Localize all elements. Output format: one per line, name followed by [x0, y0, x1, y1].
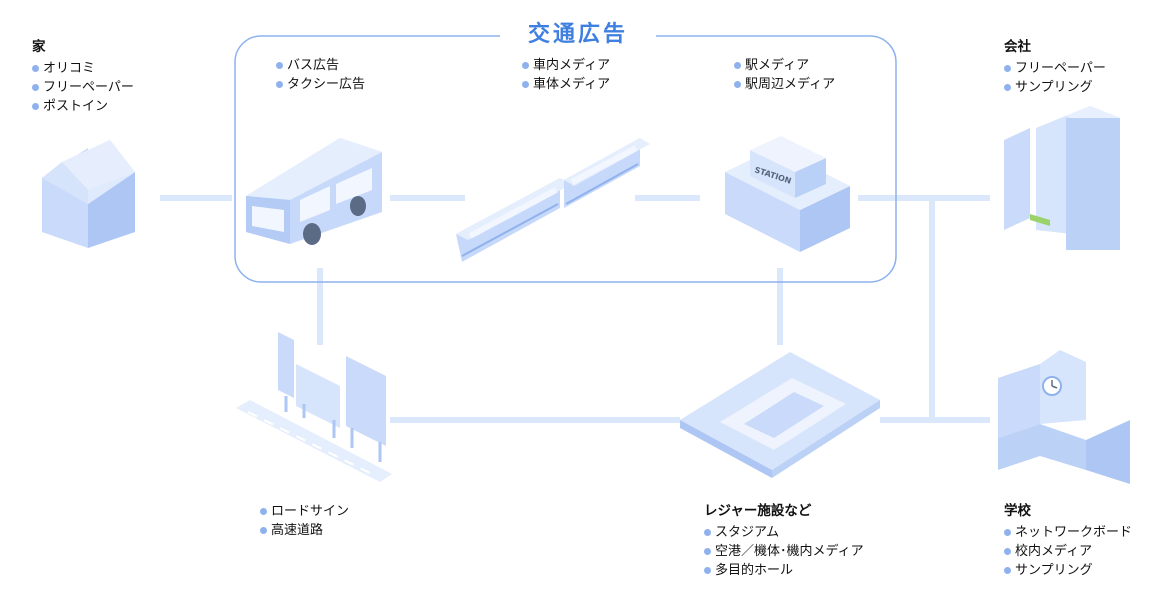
home-item-3: ポストイン [32, 97, 134, 116]
station-item-1: 駅メディア [734, 56, 835, 75]
company-item-1: フリーペーパー [1004, 59, 1106, 78]
train-label: 車内メディア 車体メディア [522, 56, 610, 94]
train-item-1: 車内メディア [522, 56, 610, 75]
station-illustration: STATION [725, 136, 850, 252]
bus-item-1: バス広告 [276, 56, 365, 75]
stadium-illustration [680, 352, 880, 478]
home-label: 家 オリコミ フリーペーパー ポストイン [32, 38, 134, 116]
school-illustration [998, 350, 1130, 484]
company-item-2: サンプリング [1004, 78, 1106, 97]
station-item-2: 駅周辺メディア [734, 75, 835, 94]
bus-item-2: タクシー広告 [276, 75, 365, 94]
road-item-2: 高速道路 [260, 521, 349, 540]
bus-illustration [246, 138, 382, 245]
house-illustration [42, 140, 135, 248]
home-item-2: フリーペーパー [32, 78, 134, 97]
road-item-1: ロードサイン [260, 502, 349, 521]
home-item-1: オリコミ [32, 59, 134, 78]
road-sign-illustration [236, 332, 392, 482]
road-label: ロードサイン 高速道路 [260, 502, 349, 540]
school-title: 学校 [1004, 503, 1031, 519]
transport-ads-title: 交通広告 [500, 20, 656, 50]
school-item-3: サンプリング [1004, 561, 1132, 580]
connection-lines [160, 195, 990, 423]
bus-label: バス広告 タクシー広告 [276, 56, 365, 94]
leisure-item-1: スタジアム [704, 523, 864, 542]
leisure-item-2: 空港／機体･機内メディア [704, 542, 864, 561]
company-label: 会社 フリーペーパー サンプリング [1004, 38, 1106, 97]
train-illustration [456, 138, 650, 262]
leisure-item-3: 多目的ホール [704, 561, 864, 580]
train-item-2: 車体メディア [522, 75, 610, 94]
leisure-title: レジャー施設など [704, 503, 812, 519]
school-item-1: ネットワークボード [1004, 523, 1132, 542]
school-item-2: 校内メディア [1004, 542, 1132, 561]
company-illustration [1004, 106, 1120, 250]
school-label: 学校 ネットワークボード 校内メディア サンプリング [1004, 502, 1132, 580]
leisure-label: レジャー施設など スタジアム 空港／機体･機内メディア 多目的ホール [704, 502, 864, 580]
station-label: 駅メディア 駅周辺メディア [734, 56, 835, 94]
home-title: 家 [32, 39, 46, 55]
company-title: 会社 [1004, 39, 1031, 55]
